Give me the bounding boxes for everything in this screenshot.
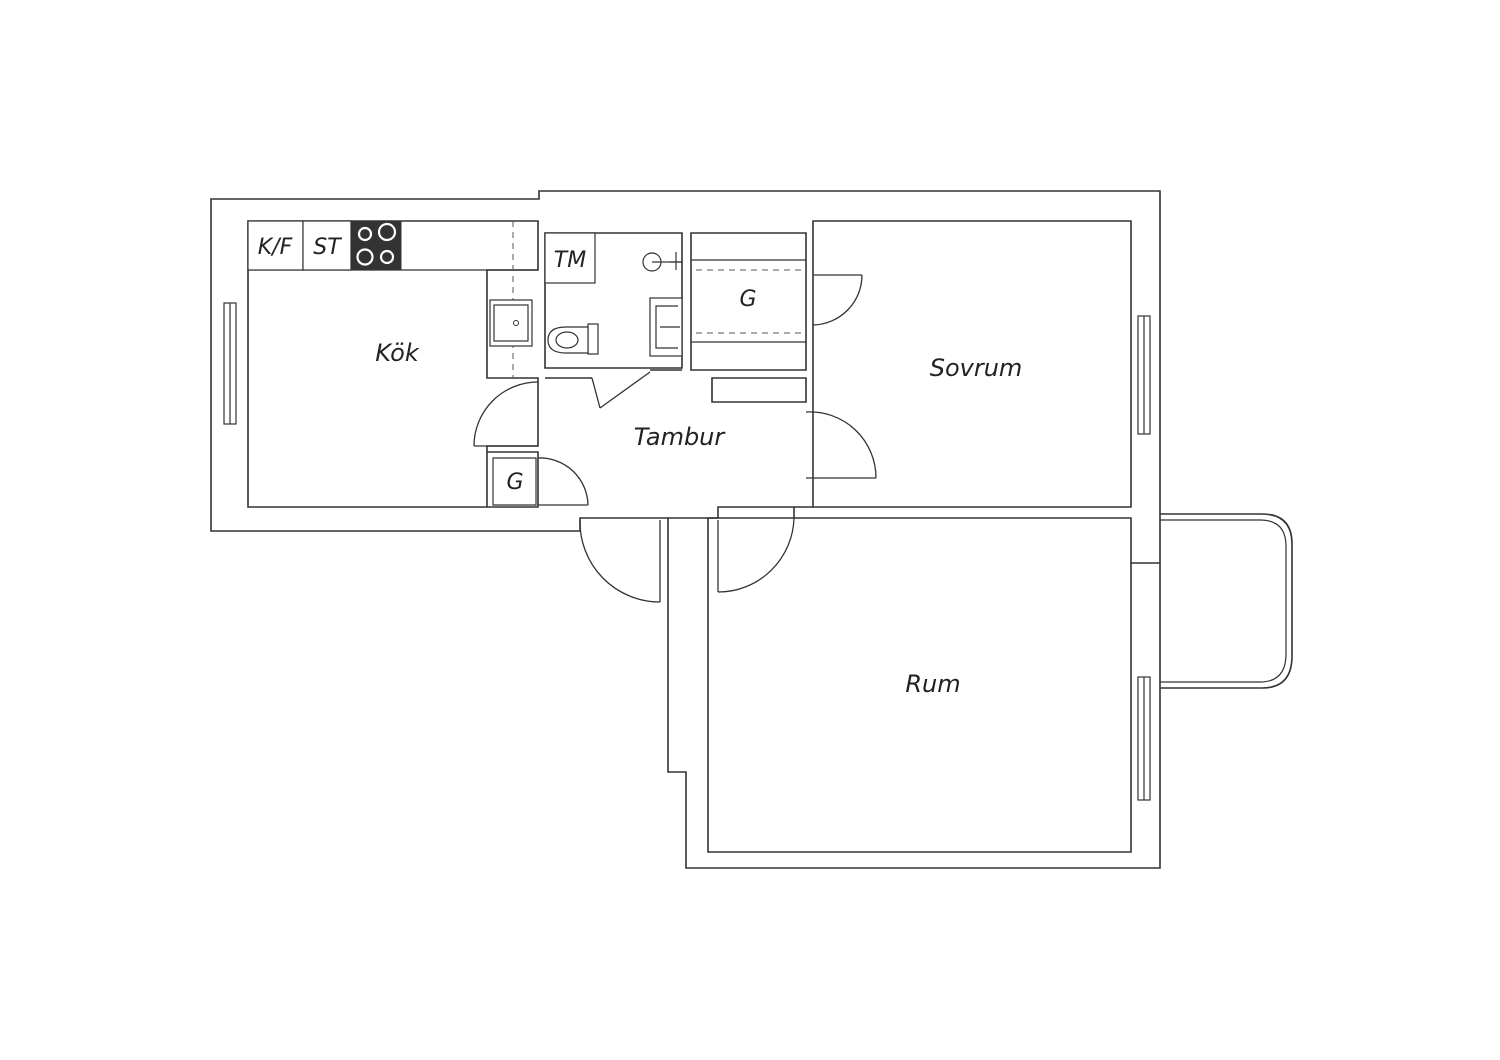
- door-bathroom: [591, 371, 651, 409]
- washing-machine-label: TM: [554, 248, 586, 273]
- stove-label: ST: [313, 235, 342, 260]
- door-entrance: [579, 519, 661, 603]
- outer-walls: [210, 190, 1161, 869]
- door-living-room: [717, 517, 795, 593]
- washing-machine: [544, 232, 596, 284]
- wash-basin-icon: [649, 297, 683, 357]
- stove-box: [302, 220, 352, 271]
- kitchen-sink-icon: [489, 299, 533, 347]
- wardrobe: [691, 259, 806, 343]
- room-label-hall-closet: G: [506, 470, 523, 495]
- windows: [223, 302, 1151, 801]
- room-label-hall: Tambur: [634, 423, 727, 451]
- kitchen-counter: K/F ST: [247, 220, 538, 378]
- shower-icon: [642, 252, 682, 272]
- door-wardrobe: [812, 274, 863, 326]
- balcony: [1160, 513, 1293, 689]
- door-bedroom: [805, 411, 877, 479]
- fridge-freezer-label: K/F: [258, 235, 293, 260]
- room-label-bedroom: Sovrum: [930, 354, 1023, 382]
- door-hall-closet: [537, 457, 589, 506]
- toilet-icon: [547, 323, 599, 355]
- room-labels: Kök Sovrum Tambur Rum G G: [375, 287, 1022, 698]
- hob-icon: [350, 220, 402, 271]
- room-label-wardrobe: G: [739, 287, 756, 312]
- doors: [473, 274, 877, 603]
- door-kitchen: [473, 381, 539, 447]
- room-label-living-room: Rum: [905, 670, 960, 698]
- room-label-kitchen: Kök: [375, 339, 420, 367]
- bathroom-fixtures: TM: [544, 232, 683, 357]
